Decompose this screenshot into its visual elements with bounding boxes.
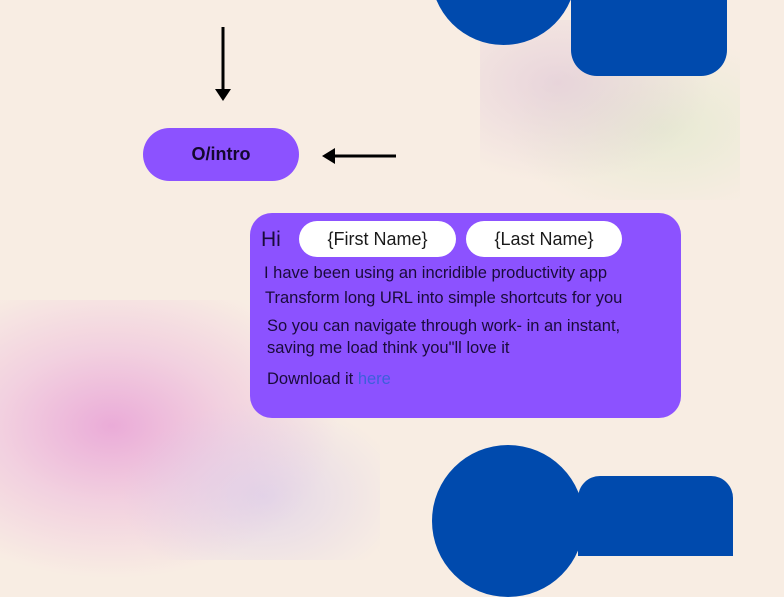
first-name-field[interactable]: {First Name}: [299, 221, 456, 257]
blue-rounded-rect-top: [571, 0, 727, 76]
last-name-field[interactable]: {Last Name}: [466, 221, 622, 257]
intro-node-label: O/intro: [191, 144, 251, 164]
arrow-left-icon: [322, 148, 396, 164]
arrow-down-icon: [215, 27, 231, 101]
intro-node: O/intro: [143, 128, 299, 181]
lilac-gradient-blob: [120, 400, 380, 560]
message-line-3: So you can navigate through work- in an …: [267, 317, 621, 357]
download-link[interactable]: here: [357, 370, 391, 388]
message-line-2: Transform long URL into simple shortcuts…: [265, 289, 623, 307]
message-line-1: I have been using an incridible producti…: [264, 264, 608, 282]
first-name-placeholder: {First Name}: [327, 228, 428, 249]
message-card: Hi {First Name} {Last Name} I have been …: [250, 213, 681, 418]
greeting-text: Hi: [261, 228, 281, 251]
download-line: Download it here: [267, 370, 391, 389]
download-prefix: Download it: [267, 370, 354, 388]
blue-circle-bottom: [432, 445, 584, 597]
blue-rounded-rect-bottom: [578, 476, 733, 556]
last-name-placeholder: {Last Name}: [494, 228, 594, 249]
